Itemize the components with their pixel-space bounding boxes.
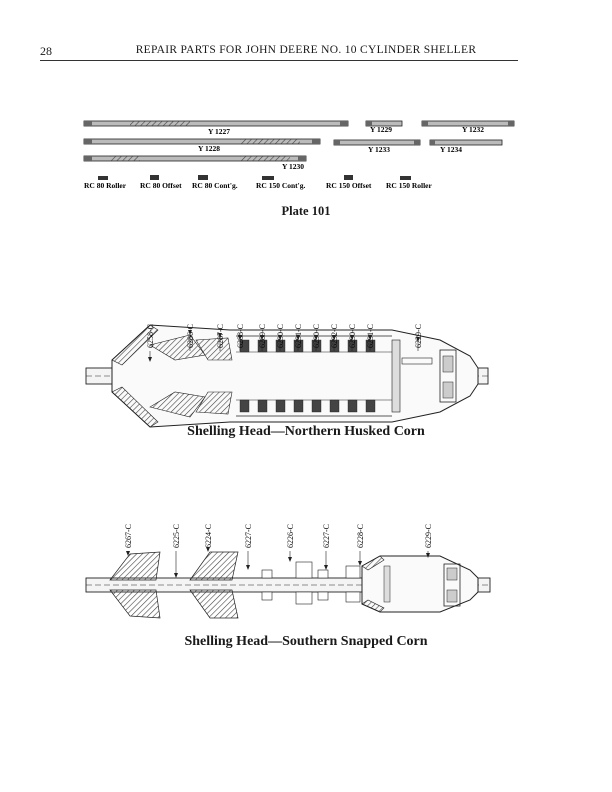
chain-label: RC 150 Offset xyxy=(326,181,372,190)
part-number-label: 6229-C xyxy=(424,524,433,548)
northern-part-labels: 6258-C6286-C6287-C6288-C6289-C6290-C6291… xyxy=(146,324,423,362)
chain-label: RC 80 Roller xyxy=(84,181,127,190)
running-title: REPAIR PARTS FOR JOHN DEERE NO. 10 CYLIN… xyxy=(135,44,477,56)
chain-label: RC 150 Roller xyxy=(386,181,432,190)
part-number-label: 6226-C xyxy=(286,524,295,548)
plate-title: Plate 101 xyxy=(281,204,331,218)
leader-arrow xyxy=(126,551,130,556)
shaft-y1234: Y 1234 xyxy=(429,139,503,154)
leader-arrow xyxy=(278,335,282,340)
shaft-y1232: Y 1232 xyxy=(421,120,515,134)
rc150-offset-icon xyxy=(344,175,353,180)
leader-arrow xyxy=(416,337,420,342)
part-number-label: 6228-C xyxy=(356,524,365,548)
shaft-label: Y 1233 xyxy=(368,145,390,154)
chain-label: RC 150 Cont'g. xyxy=(256,181,306,190)
shaft-y1228: Y 1228 xyxy=(83,138,321,153)
leader-arrow xyxy=(288,557,292,562)
leader-arrow xyxy=(296,335,300,340)
shaft-y1230: Y 1230 xyxy=(83,155,307,171)
shaft-y1227: Y 1227 xyxy=(83,120,349,136)
part-number-label: 6286-C xyxy=(186,324,195,348)
southern-part-labels: 6267-C 6225-C 6224-C 6227-C 6226-C 6227-C 6228… xyxy=(124,524,433,578)
northern-head-drawing xyxy=(85,324,489,428)
chain-link-labels: RC 80 Roller RC 80 Offset RC 80 Cont'g. … xyxy=(84,181,432,190)
leader-arrow xyxy=(358,561,362,566)
shaft-label: Y 1229 xyxy=(370,125,392,134)
rc80-contg-icon xyxy=(198,175,208,180)
shaft-label: Y 1228 xyxy=(198,144,220,153)
rc80-offset-icon xyxy=(150,175,159,180)
rc150-contg-icon xyxy=(262,176,274,180)
leader-arrow xyxy=(238,335,242,340)
leader-arrow xyxy=(368,335,372,340)
shaft-label: Y 1232 xyxy=(462,125,484,134)
leader-arrow xyxy=(324,565,328,570)
leader-arrow xyxy=(314,335,318,340)
leader-arrow xyxy=(246,565,250,570)
shaft-y1229: Y 1229 xyxy=(365,120,403,134)
shaft-label: Y 1234 xyxy=(440,145,462,154)
leader-arrow xyxy=(218,333,222,338)
southern-head-caption: Shelling Head—Southern Snapped Corn xyxy=(184,634,428,649)
shaft-label: Y 1227 xyxy=(208,127,230,136)
leader-arrow xyxy=(260,335,264,340)
rc80-roller-icon xyxy=(98,176,108,180)
leader-arrow xyxy=(332,335,336,340)
chain-label: RC 80 Offset xyxy=(140,181,182,190)
leader-arrow xyxy=(426,553,430,558)
chain-link-icons xyxy=(98,175,411,180)
part-number-label: 6227-C xyxy=(244,524,253,548)
southern-head-drawing xyxy=(85,551,491,619)
leader-arrow xyxy=(350,335,354,340)
leader-arrow xyxy=(188,330,192,335)
part-number-label: 6225-C xyxy=(172,524,181,548)
header-rule xyxy=(40,60,518,61)
leader-arrow xyxy=(174,573,178,578)
part-number-label: 6267-C xyxy=(124,524,133,548)
chain-label: RC 80 Cont'g. xyxy=(192,181,238,190)
part-number-label: 6229-C xyxy=(414,324,423,348)
leader-arrow xyxy=(148,357,152,362)
part-number-label: 6227-C xyxy=(322,524,331,548)
rc150-roller-icon xyxy=(400,176,411,180)
shaft-label: Y 1230 xyxy=(282,162,304,171)
part-number-label: 6258-C xyxy=(146,324,155,348)
shaft-y1233: Y 1233 xyxy=(333,139,421,154)
page-number: 28 xyxy=(40,44,52,58)
northern-head-caption: Shelling Head—Northern Husked Corn xyxy=(187,424,425,439)
part-number-label: 6224-C xyxy=(204,524,213,548)
leader-arrow xyxy=(206,547,210,552)
